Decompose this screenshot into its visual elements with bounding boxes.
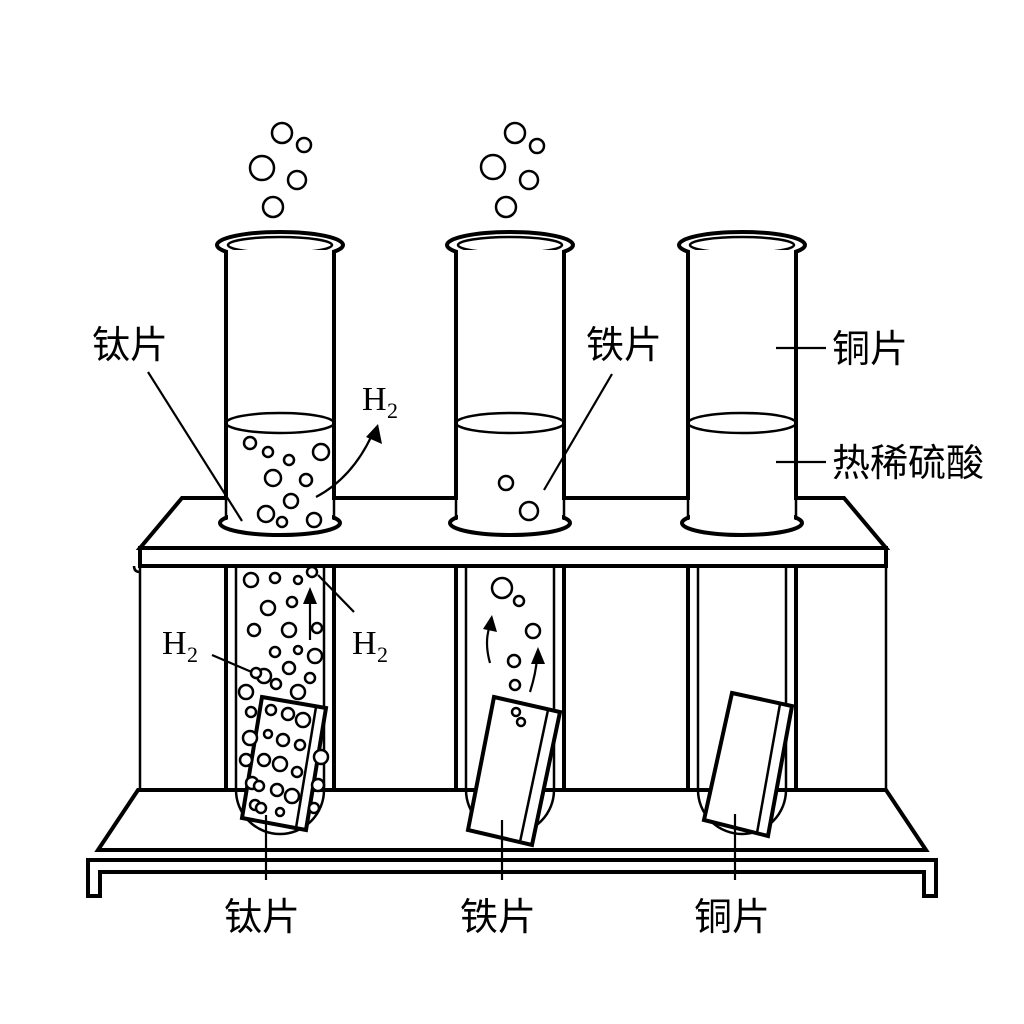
h2-label-left: H 2 [162,625,198,667]
label-iron-top: 铁片 [586,323,662,367]
label-titanium-bottom: 钛片 [224,895,300,939]
leader-endpoint-bubbles [249,565,319,680]
bubbles-above-titanium [248,121,313,219]
label-copper-bottom: 铜片 [694,895,770,939]
bubbles-titanium-lower [237,571,330,815]
h2-subscript: 2 [187,642,198,667]
leader-lines [147,346,826,880]
tube-tops-overlay [224,250,798,520]
iron-piece [465,694,563,848]
copper-piece [701,690,795,839]
label-acid: 热稀硫酸 [832,441,984,485]
h2-symbol: H [162,625,187,662]
bubbles-titanium-upper [242,435,331,529]
bubbles-above-iron [479,121,546,219]
h2-symbol: H [362,381,387,418]
h2-label-upper: H 2 [362,381,398,423]
gas-arrows [303,424,545,693]
label-iron-bottom: 铁片 [460,895,536,939]
label-copper-top: 铜片 [832,327,908,371]
bubbles-on-titanium-piece [252,703,312,818]
h2-subscript: 2 [387,398,398,423]
bubbles-iron [490,474,542,728]
h2-symbol: H [352,625,377,662]
h2-label-right: H 2 [352,625,388,667]
label-titanium-top: 钛片 [92,323,168,367]
h2-subscript: 2 [377,642,388,667]
